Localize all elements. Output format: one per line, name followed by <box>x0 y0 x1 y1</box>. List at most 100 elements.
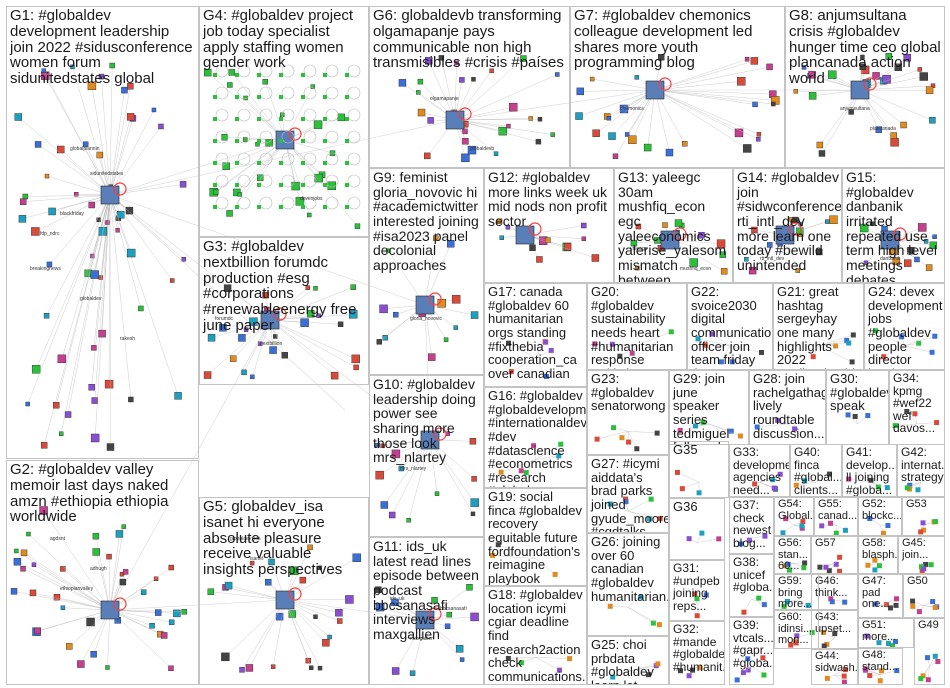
edge <box>284 599 312 668</box>
edge <box>880 670 897 675</box>
node <box>353 364 359 371</box>
node <box>794 633 800 639</box>
group-box-g51: G51: more... <box>858 618 914 648</box>
node <box>607 501 613 507</box>
node <box>932 605 938 611</box>
node <box>213 183 217 187</box>
edge <box>721 345 731 362</box>
node <box>229 355 237 362</box>
edge <box>33 564 111 611</box>
node <box>106 553 112 560</box>
node <box>552 571 558 577</box>
node <box>782 563 788 569</box>
self-loop <box>458 107 472 121</box>
node <box>919 72 928 81</box>
edge <box>109 194 132 400</box>
edge <box>109 116 131 196</box>
edge <box>654 89 774 105</box>
group-label: G26: joining over 60 canadian #globaldev… <box>591 534 669 604</box>
group-label: G48: stand... <box>862 649 899 673</box>
node <box>301 205 305 209</box>
self-loop <box>237 152 251 166</box>
self-loop <box>303 86 317 100</box>
node <box>877 678 883 684</box>
self-loop <box>281 152 295 166</box>
node <box>528 116 533 121</box>
edge <box>269 319 356 360</box>
node <box>223 284 232 292</box>
edge <box>696 538 719 543</box>
node <box>59 431 64 436</box>
node <box>379 304 388 314</box>
node <box>634 75 640 80</box>
node <box>60 605 66 610</box>
node <box>388 511 396 519</box>
node <box>543 339 549 345</box>
node <box>115 530 124 538</box>
group-label: G44: sidwash... <box>815 650 858 674</box>
edge <box>535 342 546 359</box>
edge <box>46 175 111 196</box>
node <box>920 520 926 526</box>
node <box>505 655 511 661</box>
group-label: G33: developme... agencies need... <box>733 445 790 497</box>
self-loop <box>347 130 361 144</box>
node <box>41 68 47 73</box>
node <box>31 562 37 567</box>
edge <box>866 635 887 640</box>
group-box-g57: G57 <box>811 536 858 574</box>
edge <box>72 66 111 196</box>
node <box>824 641 830 647</box>
node <box>846 340 852 346</box>
node <box>880 530 886 536</box>
group-label: G6: globaldevb transforming olgamapanje … <box>373 7 564 72</box>
edge <box>225 599 286 658</box>
node <box>609 341 615 347</box>
node <box>96 217 101 222</box>
self-loop <box>325 108 339 122</box>
node <box>548 347 554 353</box>
edge <box>207 319 271 376</box>
node <box>930 599 936 605</box>
node <box>425 57 433 65</box>
edge <box>249 599 286 669</box>
node <box>829 215 838 224</box>
node <box>917 67 923 72</box>
node <box>558 441 564 447</box>
node <box>87 81 97 91</box>
edge <box>424 238 436 306</box>
group-box-g60: G60: idinsi... mon... <box>774 610 819 649</box>
self-loop <box>303 64 317 78</box>
edge <box>654 89 776 101</box>
self-loop <box>347 108 361 122</box>
node-label: agdsnt <box>50 536 66 542</box>
node <box>168 619 175 625</box>
group-box-g27: G27: #icymi aiddata's brad parks joined … <box>587 455 669 533</box>
self-loop <box>303 108 317 122</box>
inter-group-edge <box>284 599 426 621</box>
node <box>563 242 572 251</box>
self-loop <box>237 86 251 100</box>
edge <box>224 136 286 141</box>
inter-group-edge <box>454 89 656 121</box>
node-label: nextbillion <box>260 341 282 347</box>
inter-group-edge <box>109 194 426 306</box>
node <box>875 126 882 133</box>
group-box-g31: G31: #undpeb joining reps... <box>669 560 725 621</box>
node <box>317 565 323 571</box>
node <box>893 639 899 645</box>
node <box>518 660 524 666</box>
node <box>345 73 349 77</box>
node <box>771 101 776 107</box>
node <box>802 478 808 484</box>
group-label: G10: #globaldev leadership doing power s… <box>373 376 476 466</box>
node <box>19 198 27 205</box>
edge <box>508 657 536 659</box>
node <box>867 673 873 679</box>
node <box>817 564 823 570</box>
inter-group-edge <box>109 599 286 611</box>
node <box>375 586 382 593</box>
node <box>784 598 790 604</box>
self-loop <box>325 174 339 188</box>
node <box>219 324 227 332</box>
